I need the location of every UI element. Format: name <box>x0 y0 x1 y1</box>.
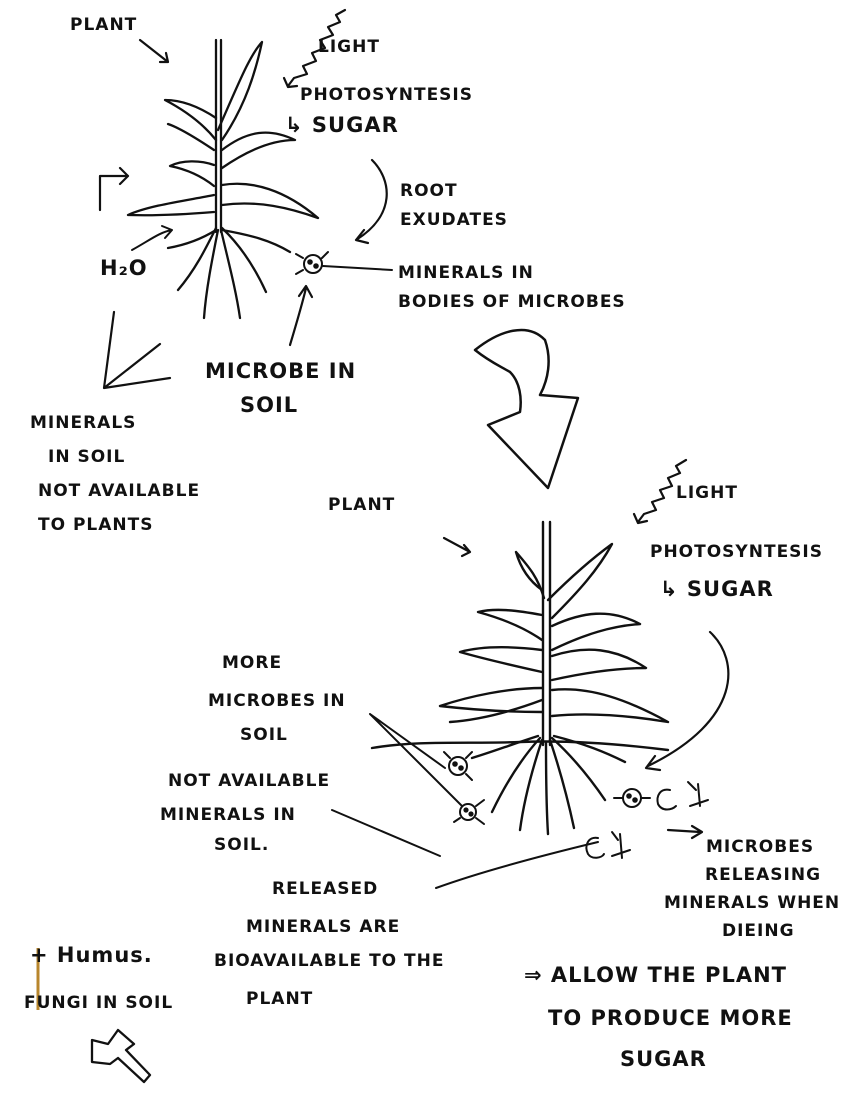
bottom-microbe-icon-3 <box>614 789 650 807</box>
bottom-panel: PLANT LIGHT PHOTOSYNTESIS ↳ SUGAR <box>160 460 840 1071</box>
top-microbe-soil-label-1: MICROBE IN <box>205 359 356 383</box>
top-exudates-arrow <box>356 160 387 243</box>
top-microbe-icon <box>296 252 328 274</box>
top-minerals-na-1: MINERALS <box>30 413 136 433</box>
bottom-plant-drawing <box>372 522 668 834</box>
bottom-na-minerals-2: MINERALS IN <box>160 805 296 825</box>
bottom-releasing-arrow <box>668 826 702 838</box>
bottom-releasing-3: MINERALS WHEN <box>664 893 840 913</box>
bottom-releasing-1: MICROBES <box>706 837 814 857</box>
big-transition-arrow-icon <box>475 330 578 488</box>
bottom-released-3: BIOAVAILABLE TO THE <box>214 951 444 971</box>
bottom-sugar-label: ↳ SUGAR <box>660 577 774 601</box>
bottom-more-microbes-2: MICROBES IN <box>208 691 346 711</box>
bottom-light-label: LIGHT <box>676 483 738 503</box>
bottom-released-2: MINERALS ARE <box>246 917 400 937</box>
top-plant-label: PLANT <box>70 15 137 35</box>
top-minerals-pointer <box>323 266 392 270</box>
top-sugar-label: ↳ SUGAR <box>285 113 399 137</box>
top-photosynthesis-label: PHOTOSYNTESIS <box>300 85 473 105</box>
top-left-turn-arrow <box>100 168 128 210</box>
top-panel: PLANT LIGHT PHOTOSYNTESIS ↳ SUGAR <box>30 10 626 535</box>
up-left-arrow-icon <box>92 1030 150 1082</box>
bottom-na-minerals-1: NOT AVAILABLE <box>168 771 330 791</box>
bottom-allow-1: ⇒ ALLOW THE PLANT <box>524 963 787 987</box>
top-microbe-soil-arrow <box>290 286 312 345</box>
bottom-allow-2: TO PRODUCE MORE <box>548 1006 793 1030</box>
top-exudates-label-1: ROOT <box>400 181 458 201</box>
top-exudates-label-2: EXUDATES <box>400 210 508 230</box>
bottom-photosynthesis-label: PHOTOSYNTESIS <box>650 542 823 562</box>
top-water-label: H₂O <box>100 256 148 280</box>
bottom-released-4: PLANT <box>246 989 313 1009</box>
bottom-allow-3: SUGAR <box>620 1047 707 1071</box>
top-minerals-na-3: NOT AVAILABLE <box>38 481 200 501</box>
top-minerals-na-2: IN SOIL <box>48 447 125 467</box>
bottom-microbe-icon-1 <box>444 752 472 780</box>
top-minerals-label-2: BODIES OF MICROBES <box>398 292 626 312</box>
top-left-angle-mark <box>104 312 170 388</box>
bottom-na-minerals-3: SOIL. <box>214 835 269 855</box>
bottom-releasing-4: DIEING <box>722 921 795 941</box>
top-minerals-label-1: MINERALS IN <box>398 263 534 283</box>
humus-label: + Humus. <box>30 943 153 967</box>
top-microbe-soil-label-2: SOIL <box>240 393 298 417</box>
bottom-releasing-2: RELEASING <box>705 865 821 885</box>
top-plant-drawing <box>128 40 318 318</box>
top-light-label: LIGHT <box>318 37 380 57</box>
bottom-released-1: RELEASED <box>272 879 378 899</box>
bottom-released-pointer <box>436 842 598 888</box>
notes: + Humus. FUNGI IN SOIL <box>24 943 173 1082</box>
bottom-dying-microbe-icon-2 <box>586 832 630 858</box>
bottom-plant-label: PLANT <box>328 495 395 515</box>
top-minerals-na-4: TO PLANTS <box>38 515 153 535</box>
fungi-label: FUNGI IN SOIL <box>24 993 173 1013</box>
top-plant-arrow <box>140 40 168 62</box>
bottom-dying-microbe-icon-1 <box>658 782 709 810</box>
bottom-more-microbes-3: SOIL <box>240 725 288 745</box>
bottom-more-microbes-1: MORE <box>222 653 282 673</box>
top-water-arrow <box>132 226 172 250</box>
bottom-na-minerals-pointer <box>332 810 440 856</box>
bottom-more-microbes-pointer <box>370 714 462 806</box>
bottom-plant-arrow <box>444 538 470 556</box>
